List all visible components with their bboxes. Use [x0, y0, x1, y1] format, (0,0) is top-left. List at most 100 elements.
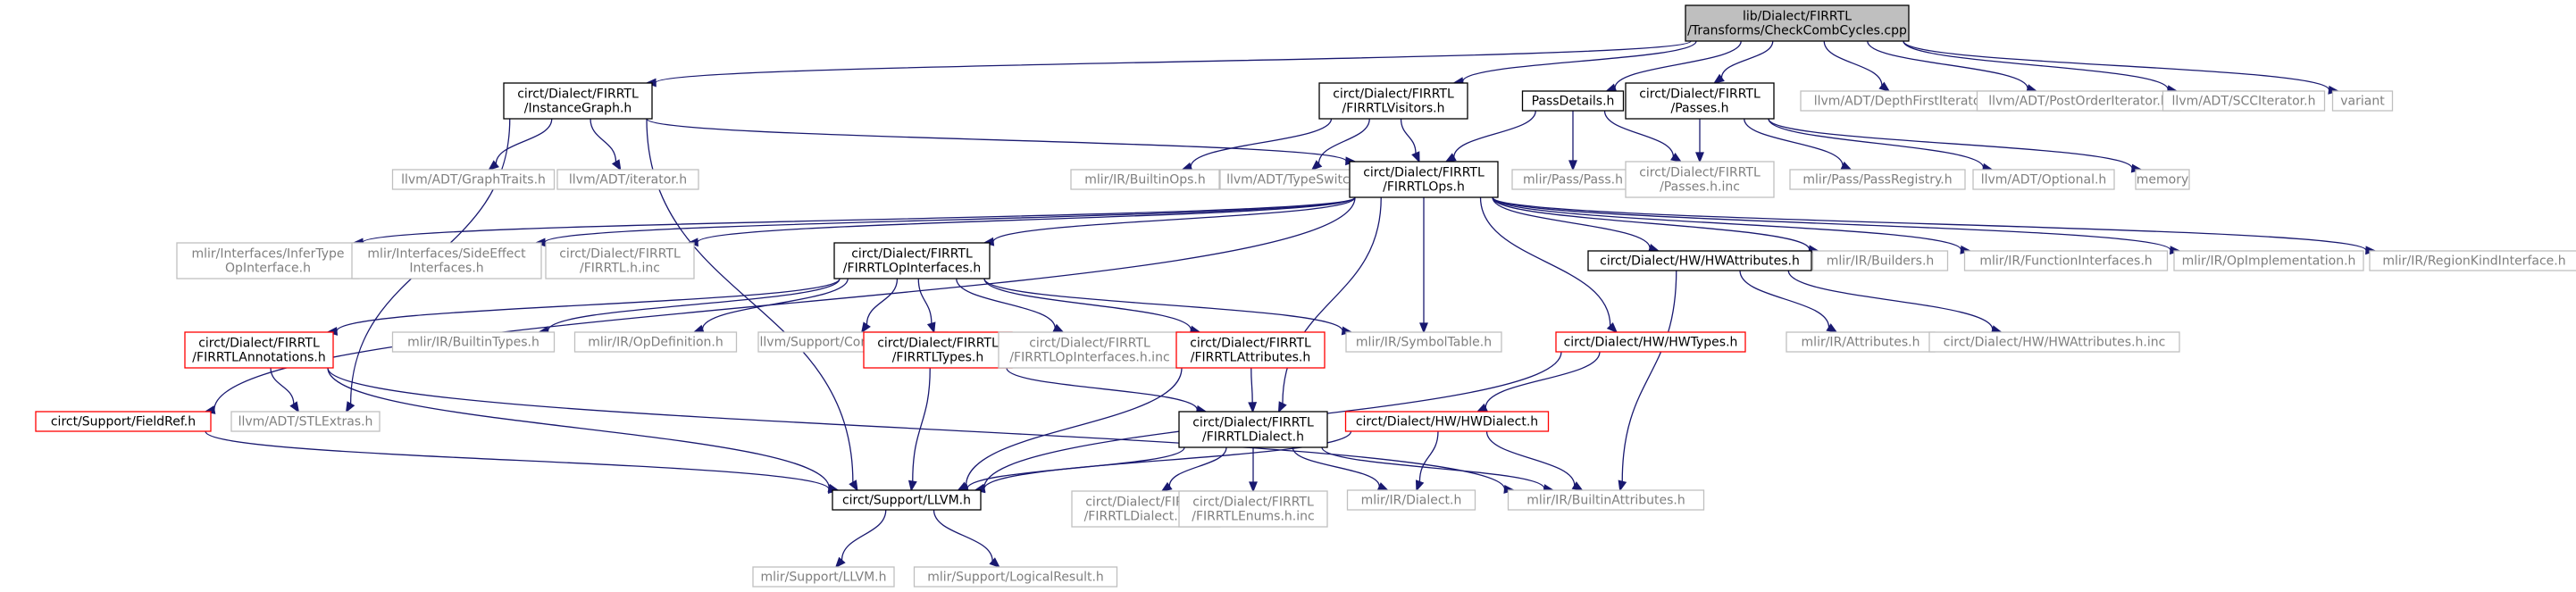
node-label: circt/Support/FieldRef.h	[51, 414, 196, 429]
edge-arrowhead	[1419, 322, 1428, 334]
edge-line	[1250, 367, 1253, 404]
node-label: circt/Dialect/FIRRTL	[1333, 87, 1454, 101]
node-visitors[interactable]: circt/Dialect/FIRRTL/FIRRTLVisitors.h	[1318, 82, 1468, 120]
edge-line	[362, 196, 1356, 244]
edge-line	[912, 367, 931, 482]
node-stlextras: llvm/ADT/STLExtras.h	[230, 411, 381, 432]
node-label: /InstanceGraph.h	[524, 101, 632, 115]
node-poiter: llvm/ADT/PostOrderIterator.h	[1976, 90, 2181, 112]
edge-arrowhead	[488, 160, 499, 171]
node-label: lib/Dialect/FIRRTL	[1743, 9, 1852, 23]
node-label: mlir/Support/LogicalResult.h	[927, 570, 1104, 584]
node-box	[2173, 250, 2364, 271]
node-label: circt/Dialect/HW/HWDialect.h	[1356, 414, 1538, 429]
edge-line	[1479, 196, 1611, 326]
node-box	[1625, 161, 1775, 198]
node-funcif: mlir/IR/FunctionInterfaces.h	[1963, 250, 2169, 271]
node-hwtypes[interactable]: circt/Dialect/HW/HWTypes.h	[1555, 331, 1746, 353]
edge-line	[1621, 270, 1677, 482]
edge-arrowhead	[1618, 479, 1627, 492]
node-label: llvm/ADT/SCCIterator.h	[2172, 94, 2316, 108]
node-opinterfaces[interactable]: circt/Dialect/FIRRTL/FIRRTLOpInterfaces.…	[833, 242, 991, 279]
node-box	[2369, 250, 2576, 271]
edge-root-to-dfiter	[1823, 40, 1891, 93]
node-graphtraits: llvm/ADT/GraphTraits.h	[391, 169, 556, 190]
node-label: llvm/ADT/iterator.h	[569, 172, 687, 187]
node-box	[832, 489, 982, 511]
node-passdetails[interactable]: PassDetails.h	[1521, 90, 1625, 112]
node-mlirllvm: mlir/Support/LLVM.h	[752, 566, 895, 588]
node-annotations[interactable]: circt/Dialect/FIRRTL/FIRRTLAnnotations.h	[184, 331, 334, 369]
node-firrtltypes[interactable]: circt/Dialect/FIRRTL/FIRRTLTypes.h	[863, 331, 1013, 369]
node-label: OpInterface.h	[225, 261, 311, 275]
node-label: mlir/IR/OpDefinition.h	[588, 335, 723, 349]
edge-hwattrs-to-hwattrsinc	[1787, 270, 2003, 334]
node-label: circt/Dialect/HW/HWTypes.h	[1564, 335, 1738, 349]
edge-line	[590, 118, 617, 163]
node-label: mlir/IR/BuiltinTypes.h	[407, 335, 539, 349]
edge-firrtldialect-to-enumsinc	[1249, 446, 1258, 493]
edge-line	[1903, 40, 2169, 90]
node-label: mlir/IR/Builders.h	[1827, 254, 1935, 268]
edge-line	[1321, 446, 1545, 489]
node-label: /FIRRTL.h.inc	[580, 261, 660, 275]
node-irattrs: mlir/IR/Attributes.h	[1786, 331, 1936, 353]
edge-line	[701, 278, 849, 329]
node-label: circt/Dialect/FIRRTL	[1192, 415, 1314, 429]
node-label: /FIRRTLEnums.h.inc	[1192, 509, 1314, 523]
edge-line	[1603, 110, 1675, 157]
edge-firrtldialect-to-dialectinc	[1160, 446, 1227, 492]
node-box	[1349, 161, 1499, 198]
edge-line	[1492, 196, 1962, 251]
node-instgraph[interactable]: circt/Dialect/FIRRTL/InstanceGraph.h	[503, 82, 653, 120]
edge-firrtlops-to-hwtypes	[1479, 196, 1618, 334]
edge-line	[1485, 430, 1576, 486]
node-label: /FIRRTLAnnotations.h	[192, 350, 325, 364]
node-firrtldialect[interactable]: circt/Dialect/FIRRTL/FIRRTLDialect.h	[1178, 411, 1328, 448]
node-fieldref[interactable]: circt/Support/FieldRef.h	[35, 411, 212, 432]
edge-line	[697, 196, 1356, 243]
edge-hwattrs-to-builtinattrs	[1618, 270, 1677, 492]
node-box	[1972, 169, 2115, 190]
edge-arrowhead	[907, 479, 917, 492]
node-hwdialect[interactable]: circt/Dialect/HW/HWDialect.h	[1344, 411, 1550, 432]
node-box	[503, 82, 653, 120]
node-label: circt/Dialect/FIRRTL	[851, 246, 973, 261]
edge-line	[1400, 118, 1417, 154]
node-regionkind: mlir/IR/RegionKindInterface.h	[2369, 250, 2576, 271]
node-iterator: llvm/ADT/iterator.h	[556, 169, 699, 190]
node-box	[1175, 331, 1326, 369]
node-box	[1928, 331, 2180, 353]
node-label: circt/Dialect/FIRRTL	[1363, 165, 1485, 179]
node-box	[230, 411, 381, 432]
node-supportllvm[interactable]: circt/Support/LLVM.h	[832, 489, 982, 511]
edge-passes-to-passesinc	[1695, 119, 1704, 163]
node-label: /Passes.h.inc	[1660, 179, 1740, 194]
node-firrtlops[interactable]: circt/Dialect/FIRRTL/FIRRTLOps.h	[1349, 161, 1499, 198]
node-label: memory	[2137, 172, 2189, 187]
node-hwattrs[interactable]: circt/Dialect/HW/HWAttributes.h	[1587, 250, 1812, 271]
edge-line	[1787, 270, 1994, 330]
node-box	[1789, 169, 1966, 190]
edge-arrowhead	[1310, 160, 1323, 171]
edge-supportllvm-to-logicalresult	[933, 509, 1001, 569]
node-typeswitch: llvm/ADT/TypeSwitch.h	[1219, 169, 1376, 190]
node-box	[1178, 490, 1328, 528]
node-box	[184, 331, 334, 369]
node-passes[interactable]: circt/Dialect/FIRRTL/Passes.h	[1625, 82, 1775, 120]
edge-line	[1768, 118, 2133, 169]
edge-passdetails-to-firrtlops	[1444, 110, 1536, 163]
edge-arrowhead	[1571, 481, 1584, 491]
node-firrtlattrs[interactable]: circt/Dialect/FIRRTL/FIRRTLAttributes.h	[1175, 331, 1326, 369]
edge-arrowhead	[1160, 481, 1173, 492]
node-label: mlir/Interfaces/SideEffect	[367, 246, 526, 261]
node-label: mlir/IR/RegionKindInterface.h	[2382, 254, 2565, 268]
node-label: llvm/ADT/DepthFirstIterator.h	[1814, 94, 1997, 108]
node-label: mlir/Support/LLVM.h	[761, 570, 887, 584]
node-box	[1318, 82, 1468, 120]
node-box	[913, 566, 1118, 588]
node-box	[35, 411, 212, 432]
edge-line	[1903, 40, 2330, 91]
node-firrtlhinc: circt/Dialect/FIRRTL/FIRRTL.h.inc	[545, 242, 695, 279]
